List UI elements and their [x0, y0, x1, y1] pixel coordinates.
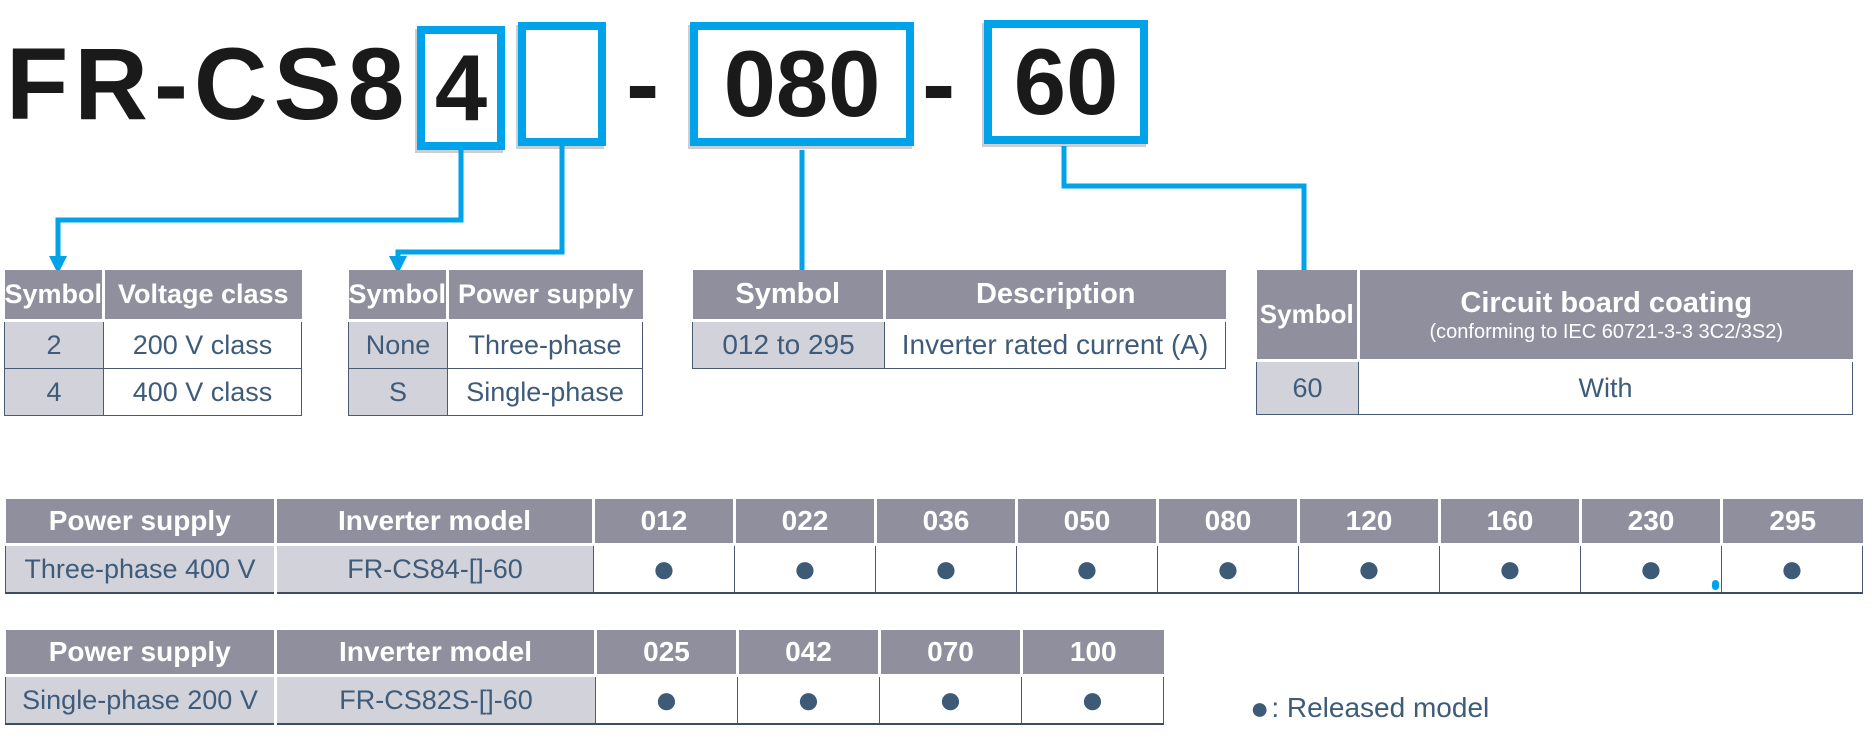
tp-header-022: 022: [734, 499, 877, 546]
sp-header-025: 025: [595, 630, 739, 677]
voltage-class-table: Symbol Voltage class 2 200 V class 4 400…: [3, 270, 303, 416]
tp-header-050: 050: [1016, 499, 1159, 546]
sp-header-inverter-model: Inverter model: [275, 630, 597, 677]
tp-header-012: 012: [593, 499, 736, 546]
coating-table-header-symbol: Symbol: [1256, 270, 1360, 362]
coating-header-note: (conforming to IEC 60721-3-3 3C2/3S2): [1429, 320, 1783, 343]
power-table-header-symbol: Symbol: [348, 270, 450, 322]
released-dot: ●: [1215, 547, 1241, 591]
rated-current-table: Symbol Description 012 to 295 Inverter r…: [692, 270, 1226, 369]
released-dot: ●: [1080, 678, 1105, 722]
released-dot: ●: [654, 678, 679, 722]
current-table-header-symbol: Symbol: [692, 270, 886, 322]
tp-header-080: 080: [1157, 499, 1300, 546]
sp-power-supply: Single-phase 200 V: [5, 675, 277, 725]
table-row: Single-phase 200 V FR-CS82S-[]-60 ● ● ● …: [5, 675, 1164, 725]
coating-symbol-60: 60: [1256, 360, 1359, 415]
current-description: Inverter rated current (A): [884, 320, 1226, 369]
released-dot: ●: [1779, 547, 1805, 591]
table-row: S Single-phase: [347, 368, 644, 416]
sp-inverter-model: FR-CS82S-[]-60: [275, 675, 596, 725]
power-symbol-s: S: [347, 368, 449, 416]
voltage-symbol-4: 4: [3, 368, 105, 416]
tp-header-295: 295: [1721, 499, 1863, 546]
connector-voltage-line: [55, 146, 464, 258]
released-dot-cell: ●: [734, 544, 876, 594]
tp-header-power-supply: Power supply: [5, 499, 277, 546]
released-dot-cell: ●: [737, 675, 880, 725]
sp-header-070: 070: [879, 630, 1023, 677]
circuit-board-coating-table: Symbol Circuit board coating (conforming…: [1256, 270, 1853, 415]
tp-power-supply: Three-phase 400 V: [5, 544, 277, 594]
single-phase-model-table: Power supply Inverter model 025 042 070 …: [5, 630, 1164, 725]
released-dot-cell: ●: [1580, 544, 1722, 594]
tp-inverter-model: FR-CS84-[]-60: [275, 544, 594, 594]
current-table-header-description: Description: [884, 270, 1226, 322]
released-dot: ●: [933, 547, 959, 591]
released-dot-cell: ●: [593, 544, 735, 594]
released-dot: ●: [938, 678, 963, 722]
voltage-table-header-class: Voltage class: [103, 270, 302, 322]
sp-header-042: 042: [737, 630, 881, 677]
legend-label: : Released model: [1271, 692, 1490, 723]
released-dot-cell: ●: [879, 675, 1022, 725]
connector-power-supply-line: [395, 146, 565, 258]
released-dot-cell: ●: [1298, 544, 1440, 594]
sp-header-100: 100: [1021, 630, 1164, 677]
power-table-header-supply: Power supply: [447, 270, 643, 322]
tp-header-036: 036: [875, 499, 1018, 546]
released-dot-cell: ●: [875, 544, 1017, 594]
power-symbol-none: None: [347, 320, 449, 369]
connector-coating-line: [1061, 146, 1307, 271]
power-supply-blank-box: [518, 22, 606, 146]
power-supply-table: Symbol Power supply None Three-phase S S…: [347, 270, 644, 416]
voltage-class-400: 400 V class: [103, 368, 303, 416]
table-row: None Three-phase: [347, 320, 644, 369]
released-dot-cell: ●: [1439, 544, 1581, 594]
released-dot: ●: [651, 547, 677, 591]
power-three-phase: Three-phase: [447, 320, 644, 369]
table-row: 012 to 295 Inverter rated current (A): [692, 320, 1226, 369]
released-dot: ●: [1356, 547, 1382, 591]
coating-table-header-title: Circuit board coating (conforming to IEC…: [1358, 270, 1853, 362]
released-model-legend: ● : Released model: [1250, 692, 1489, 724]
tp-header-230: 230: [1580, 499, 1723, 546]
released-dot: ●: [1497, 547, 1523, 591]
voltage-symbol-2: 2: [3, 320, 105, 369]
sp-header-power-supply: Power supply: [5, 630, 277, 677]
table-row: 60 With: [1256, 360, 1853, 415]
model-code-separator-1: -: [626, 27, 660, 140]
released-dot: ●: [1638, 547, 1664, 591]
voltage-digit-box: 4: [417, 26, 505, 150]
model-code-separator-2: -: [922, 27, 956, 140]
rated-current-box: 080: [690, 22, 914, 146]
released-dot-cell: ●: [1721, 544, 1863, 594]
released-dot-cell: ●: [1157, 544, 1299, 594]
released-dot-cell: ●: [595, 675, 738, 725]
tp-header-120: 120: [1298, 499, 1441, 546]
tp-header-inverter-model: Inverter model: [275, 499, 595, 546]
table-row: 4 400 V class: [3, 368, 303, 416]
tp-header-160: 160: [1439, 499, 1582, 546]
coating-with: With: [1358, 360, 1853, 415]
table-row: Three-phase 400 V FR-CS84-[]-60 ● ● ● ● …: [5, 544, 1863, 594]
table-row: 2 200 V class: [3, 320, 303, 369]
current-symbol-range: 012 to 295: [692, 320, 885, 369]
stray-cyan-dot: [1712, 580, 1719, 590]
coating-code-box: 60: [984, 20, 1148, 144]
released-dot-icon: ●: [1250, 690, 1270, 726]
model-code-prefix: FR-CS8: [6, 26, 411, 141]
voltage-class-200: 200 V class: [103, 320, 303, 369]
coating-header-main: Circuit board coating: [1460, 286, 1753, 319]
voltage-table-header-symbol: Symbol: [4, 270, 106, 322]
released-dot: ●: [792, 547, 818, 591]
released-dot-cell: ●: [1016, 544, 1158, 594]
three-phase-model-table: Power supply Inverter model 012 022 036 …: [5, 499, 1863, 594]
released-dot: ●: [796, 678, 821, 722]
released-dot: ●: [1074, 547, 1100, 591]
released-dot-cell: ●: [1021, 675, 1164, 725]
power-single-phase: Single-phase: [447, 368, 644, 416]
